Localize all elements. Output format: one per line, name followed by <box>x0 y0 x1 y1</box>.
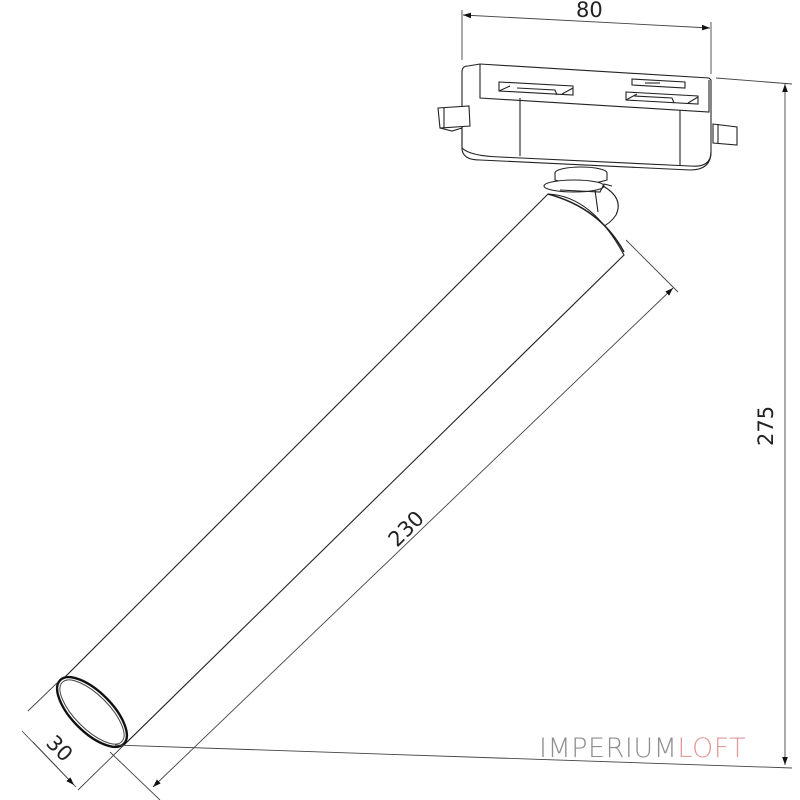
dimension-width-label: 80 <box>576 0 603 22</box>
watermark-part1: IMPERIUM <box>539 733 678 764</box>
dimension-length-label: 230 <box>384 506 429 551</box>
watermark-part2: LOFT <box>677 733 747 764</box>
spotlight-tube <box>55 193 625 749</box>
imperiumloft-watermark: IMPERIUMLOFT <box>539 733 746 764</box>
dimension-height-label: 275 <box>754 406 778 446</box>
dimension-diameter-label: 30 <box>41 731 77 767</box>
dimension-width <box>461 10 712 74</box>
dimension-height <box>114 77 793 769</box>
track-adapter <box>437 63 738 171</box>
dimension-length <box>109 239 679 800</box>
dimension-diameter <box>21 681 125 791</box>
swivel-joint <box>543 166 619 229</box>
